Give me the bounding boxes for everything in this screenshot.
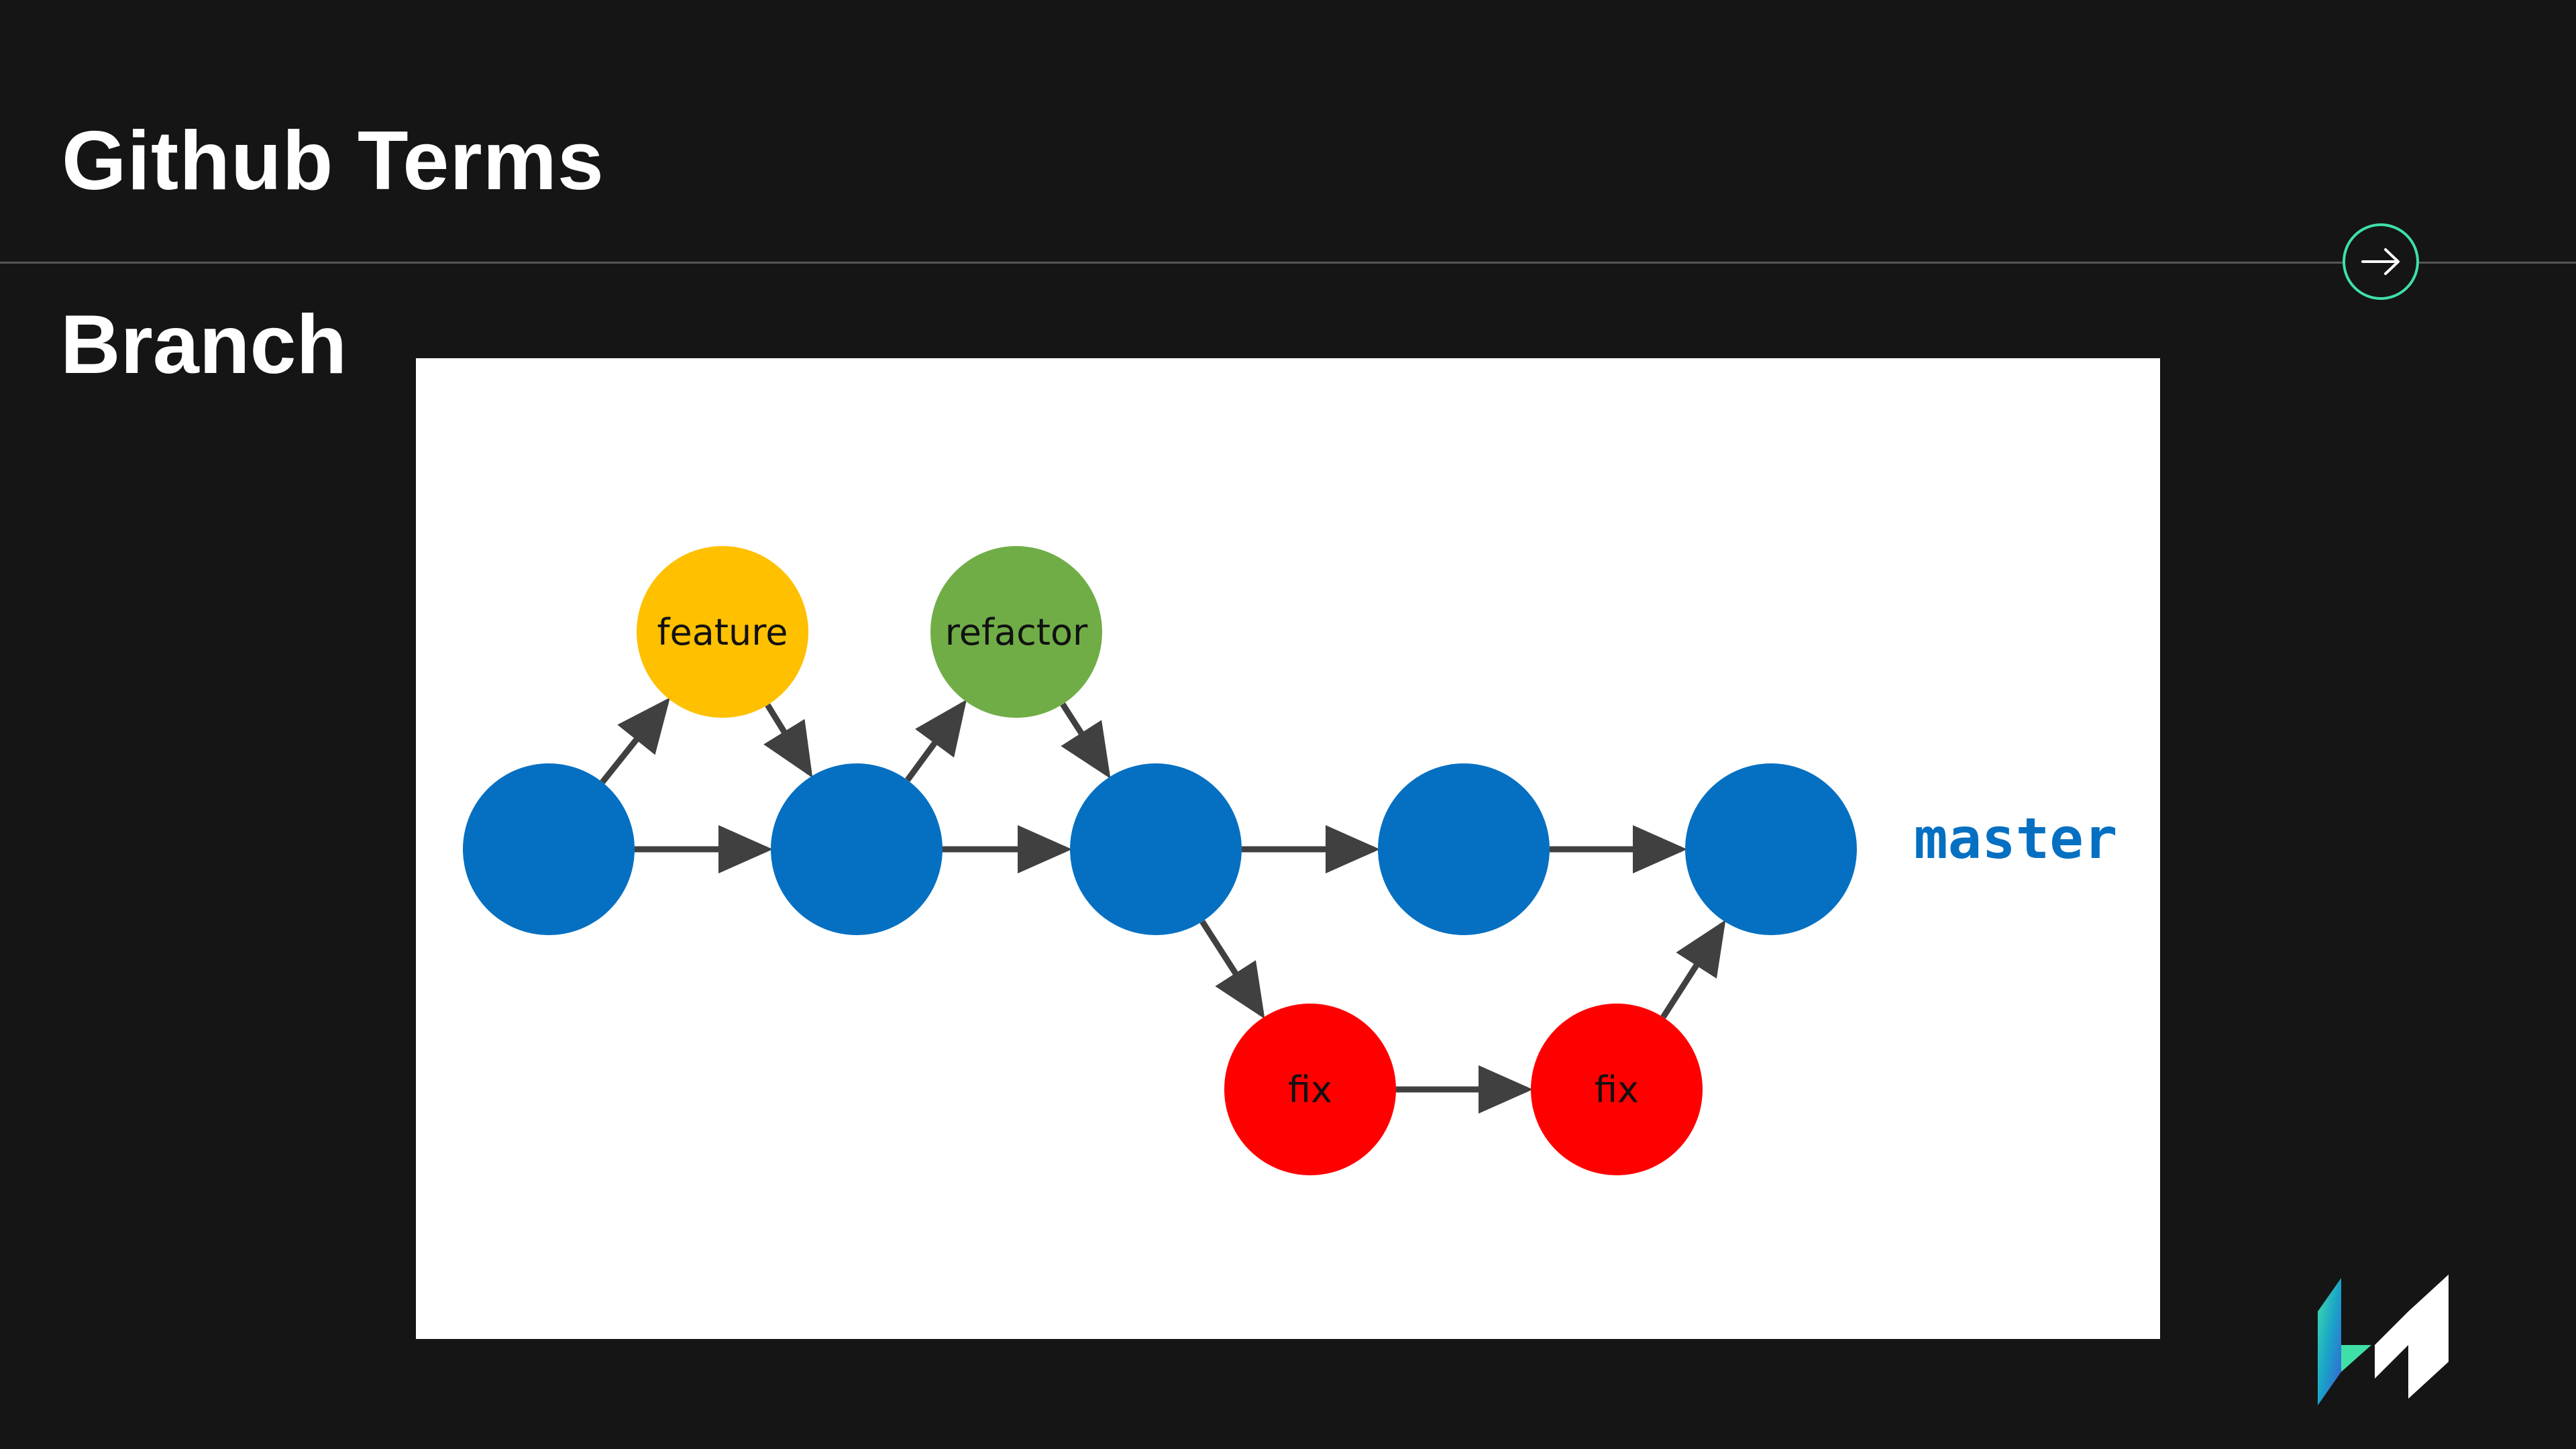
- branch-diagram-svg: feature refactor fix fix master: [463, 546, 2117, 1175]
- commit-node-master-m1: [463, 763, 635, 935]
- master-branch-label: master: [1914, 806, 2117, 871]
- next-slide-button[interactable]: [2341, 222, 2420, 301]
- commit-node-master-m4: [1378, 763, 1550, 935]
- edge-m1-to-f1: [600, 697, 670, 784]
- commit-node-refactor-r1: refactor: [930, 546, 1102, 718]
- commit-circle: [463, 763, 635, 935]
- commit-label: fix: [1595, 1069, 1639, 1111]
- commit-node-fix-x1: fix: [1224, 1004, 1396, 1175]
- commit-circle: [637, 546, 808, 718]
- edge-f1-to-m2: [763, 703, 813, 778]
- commit-node-master-m3: [1070, 763, 1242, 935]
- commit-circle: [1070, 763, 1242, 935]
- commit-circle: [1685, 763, 1857, 935]
- commit-node-fix-x2: fix: [1531, 1004, 1703, 1175]
- commit-circle: [930, 546, 1102, 718]
- arrow-right-circle-icon: [2343, 223, 2419, 300]
- commit-circle: [1531, 1004, 1703, 1175]
- brand-logo-icon: [2311, 1271, 2452, 1405]
- edges-layer: [600, 697, 1726, 1114]
- edge-r1-to-m3: [1060, 702, 1111, 779]
- commit-node-feature-f1: feature: [637, 546, 808, 718]
- commit-circle: [771, 763, 943, 935]
- branch-diagram: feature refactor fix fix master: [416, 358, 2160, 1339]
- header-divider: [0, 262, 2576, 264]
- section-heading: Branch: [60, 299, 347, 391]
- commit-label: refactor: [945, 611, 1088, 653]
- nodes-layer: feature refactor fix fix: [463, 546, 1857, 1175]
- commit-node-master-m5: [1685, 763, 1857, 935]
- edge-x2-to-m5: [1660, 920, 1726, 1019]
- commit-label: fix: [1288, 1069, 1332, 1111]
- slide-title: Github Terms: [62, 115, 604, 207]
- commit-node-master-m2: [771, 763, 943, 935]
- commit-label: feature: [657, 611, 788, 653]
- edge-m2-to-r1: [905, 699, 967, 782]
- commit-circle: [1224, 1004, 1396, 1175]
- edge-m3-to-x1: [1199, 920, 1265, 1019]
- commit-circle: [1378, 763, 1550, 935]
